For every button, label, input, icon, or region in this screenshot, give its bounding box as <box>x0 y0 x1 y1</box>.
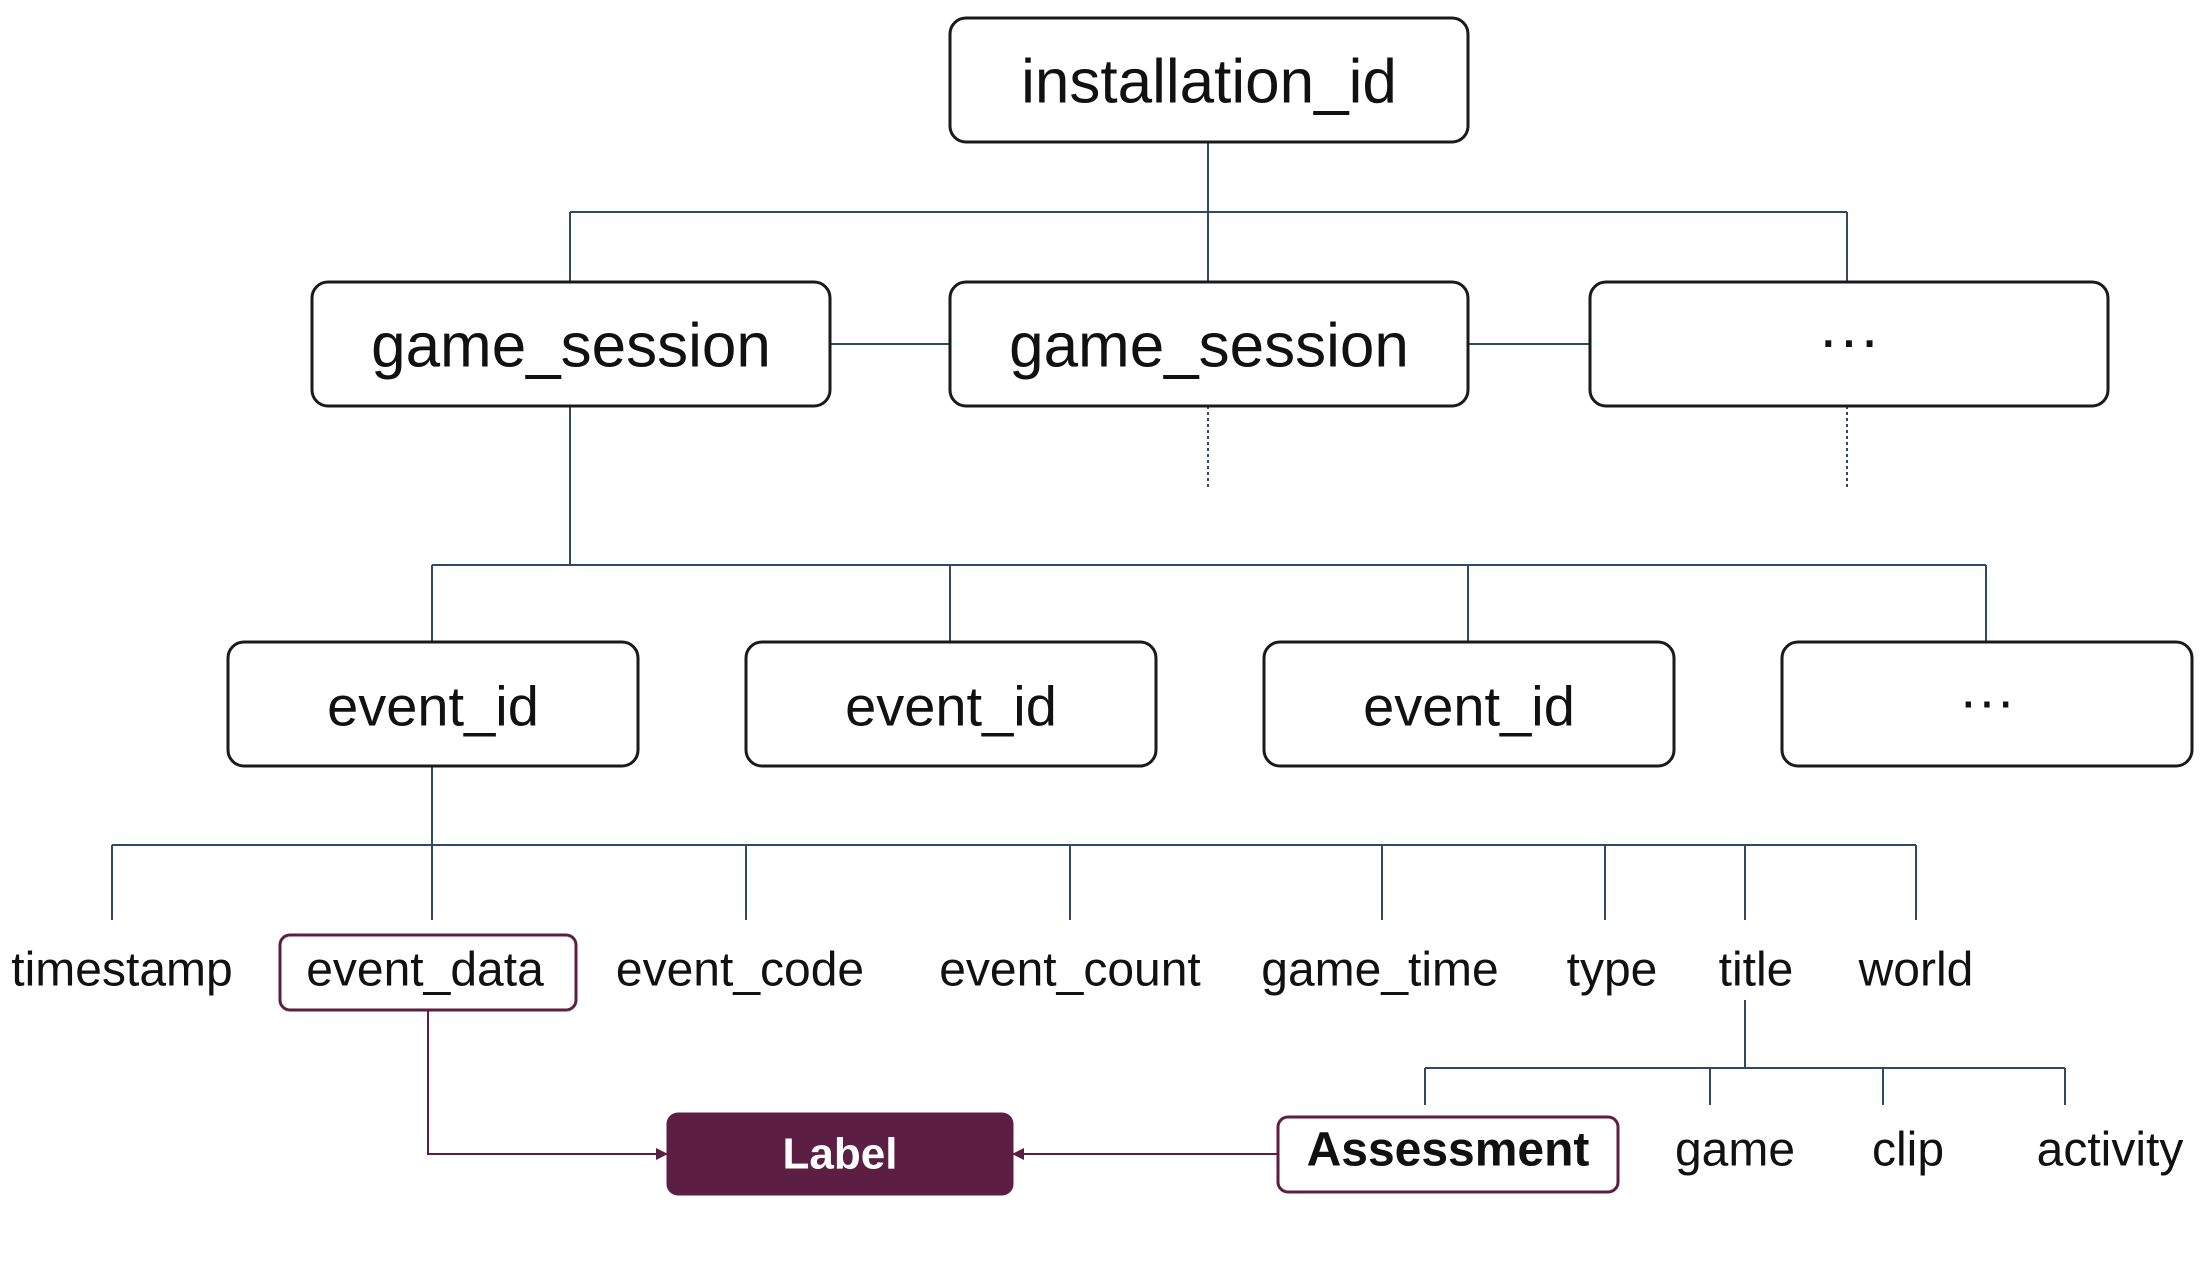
session-node: game_session <box>310 280 832 408</box>
field-world: world <box>1858 944 1974 997</box>
field-game-time: game_time <box>1261 944 1498 997</box>
field-timestamp: timestamp <box>11 944 232 997</box>
connectors-event-fields <box>111 766 1917 920</box>
field-event-count: event_count <box>939 944 1201 997</box>
event-node-more-label: ··· <box>1959 669 2015 732</box>
root-node: installation_id <box>948 16 1470 144</box>
type-game: game <box>1675 1124 1795 1177</box>
field-type: type <box>1567 944 1658 997</box>
session-node: game_session <box>948 280 1470 408</box>
label-target-text: Label <box>783 1130 898 1179</box>
field-title: title <box>1719 944 1794 997</box>
session-node-more: ··· <box>1588 280 2110 408</box>
event-node: event_id <box>226 640 640 768</box>
connectors-root-sessions <box>569 142 1848 490</box>
event-node-more: ··· <box>1780 640 2194 768</box>
connectors-title-types <box>1424 1000 2066 1105</box>
session-node-more-label: ··· <box>1818 306 1880 375</box>
type-assessment-box: Assessment <box>1276 1115 1620 1194</box>
field-event-data: event_data <box>306 944 544 997</box>
type-activity: activity <box>2037 1124 2184 1177</box>
arrow-event-data-to-label <box>427 1010 668 1160</box>
event-node-label: event_id <box>327 675 539 738</box>
root-node-label: installation_id <box>1021 48 1397 117</box>
event-node-label: event_id <box>1363 675 1575 738</box>
connectors-session-events <box>431 406 1987 642</box>
field-event-data-box: event_data <box>278 933 578 1012</box>
session-node-label: game_session <box>371 312 771 381</box>
field-event-code: event_code <box>616 944 864 997</box>
session-node-label: game_session <box>1009 312 1409 381</box>
type-clip: clip <box>1872 1124 1944 1177</box>
event-node-label: event_id <box>845 675 1057 738</box>
event-node: event_id <box>744 640 1158 768</box>
event-node: event_id <box>1262 640 1676 768</box>
label-target-node: Label <box>666 1112 1014 1196</box>
type-assessment: Assessment <box>1307 1124 1590 1177</box>
